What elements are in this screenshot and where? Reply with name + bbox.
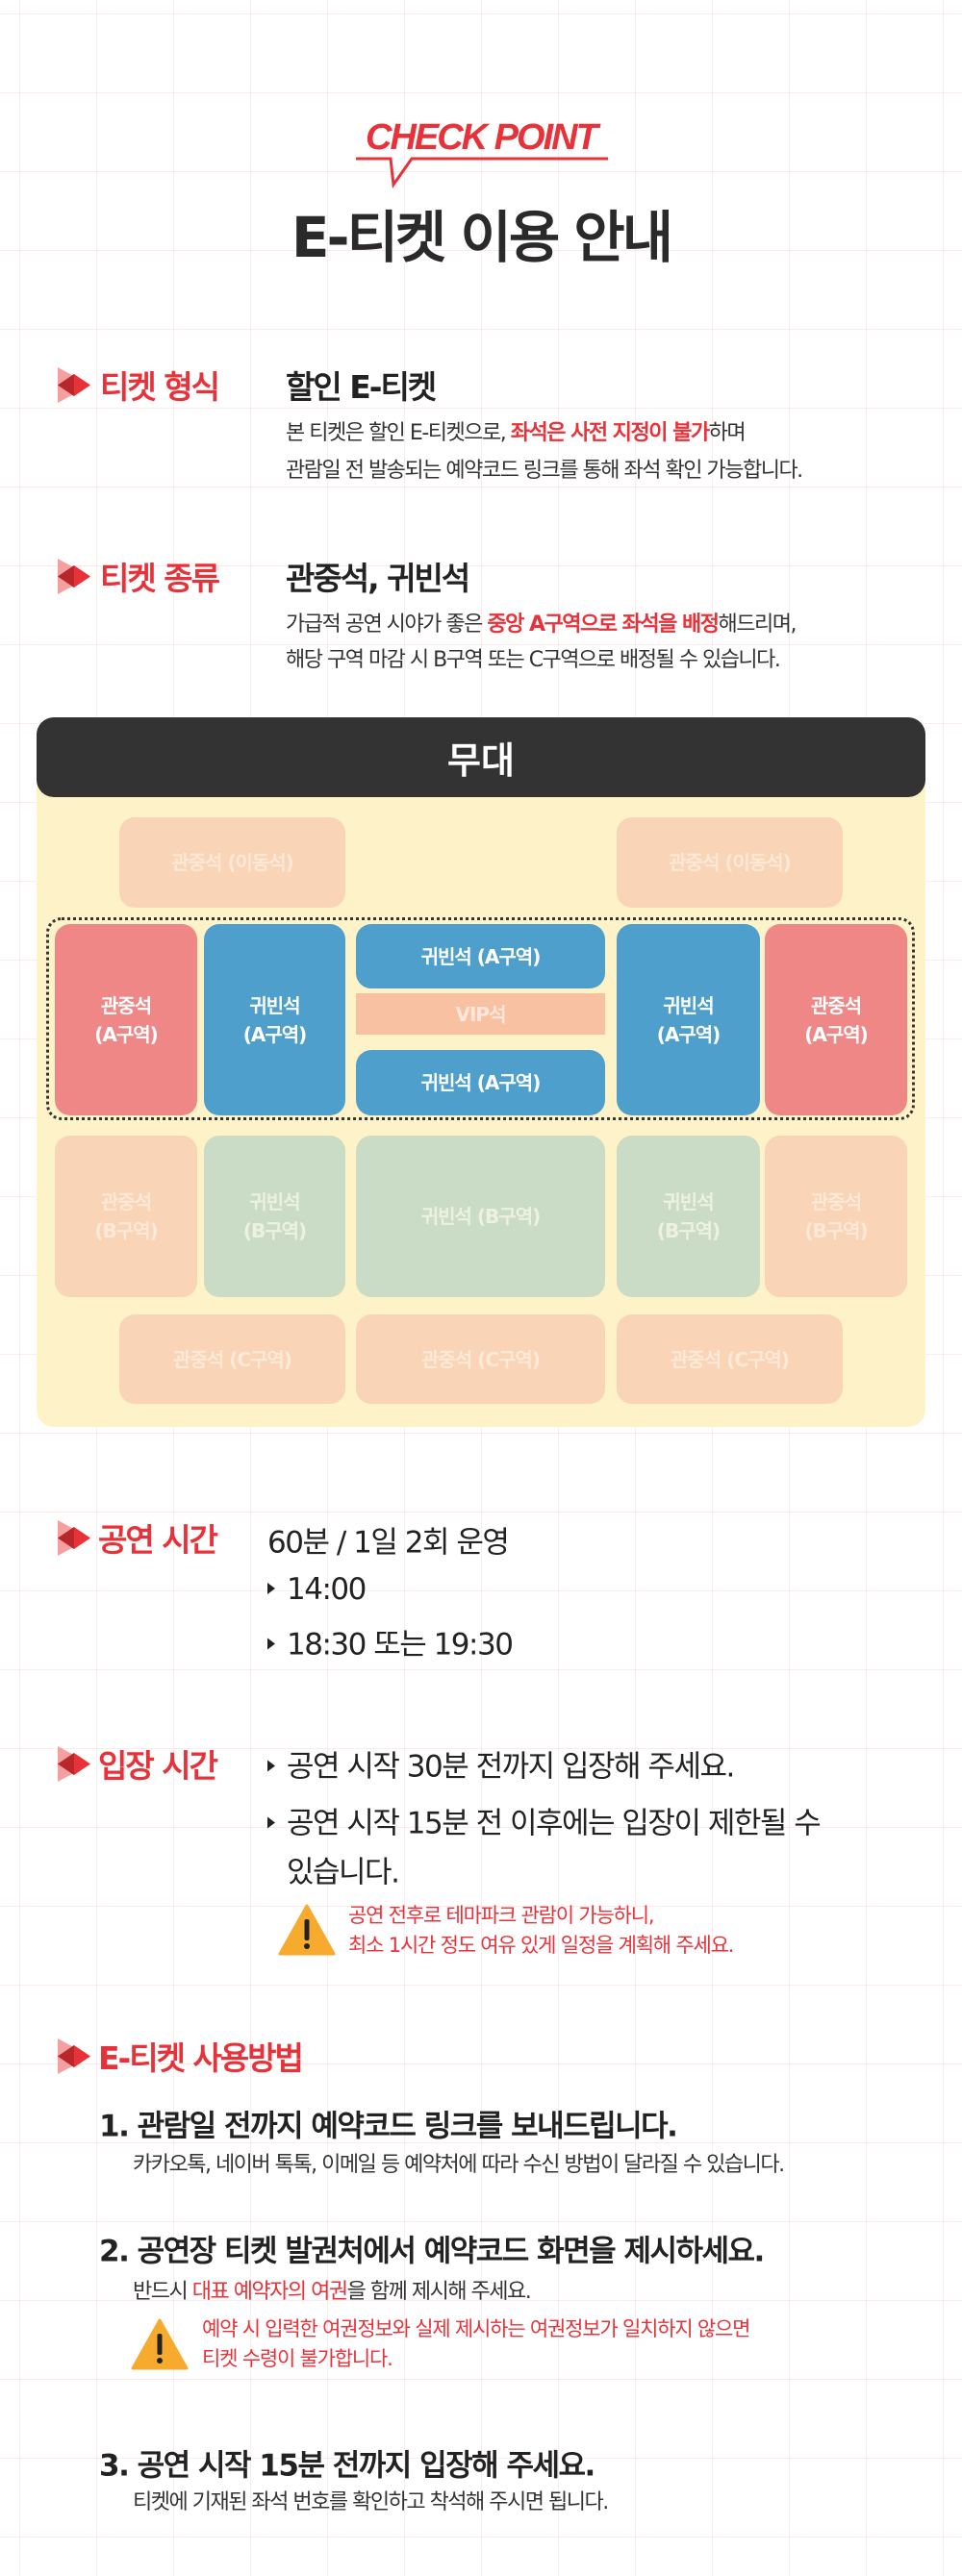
desc-text: 본 티켓은 할인 E-티켓으로, — [286, 421, 511, 445]
warning-line: 예약 시 입력한 여권정보와 실제 제시하는 여권정보가 일치하지 않으면 — [202, 2317, 750, 2340]
entry-text: 공연 시작 15분 전 이후에는 입장이 제한될 수 — [287, 1806, 822, 1841]
warning-line: 티켓 수령이 불가합니다. — [202, 2347, 393, 2370]
desc-text: 반드시 — [133, 2280, 192, 2304]
ticket-type-desc-2: 해당 구역 마감 시 B구역 또는 C구역으로 배정될 수 있습니다. — [286, 648, 781, 672]
speech-bubble-underline-icon — [356, 157, 608, 188]
warning-line: 공연 전후로 테마파크 관람이 가능하니, — [348, 1904, 654, 1927]
usage-step-2: 2. 공연장 티켓 발권처에서 예약코드 화면을 제시하세요. — [99, 2234, 765, 2269]
seat-vip: VIP석 — [356, 993, 605, 1035]
entry-time-item: 공연 시작 30분 전까지 입장해 주세요. — [267, 1742, 735, 1786]
warning-icon — [131, 2318, 189, 2370]
seat-moving-left: 관중석 (이동석) — [119, 817, 345, 908]
ticket-format-desc-2: 관람일 전 발송되는 예약코드 링크를 통해 좌석 확인 가능합니다. — [286, 459, 803, 483]
page-title: E-티켓 이용 안내 — [291, 205, 673, 270]
bullet-triangle-icon — [267, 1816, 275, 1828]
stage: 무대 — [37, 717, 925, 797]
seat-b-right-general: 관중석 (B구역) — [765, 1136, 907, 1297]
seat-a-center-top: 귀빈석 (A구역) — [356, 924, 605, 988]
section-arrow-icon — [58, 2038, 90, 2074]
desc-highlight: 좌석은 사전 지정이 불가 — [510, 421, 710, 445]
section-arrow-icon — [58, 559, 90, 594]
desc-highlight: 중앙 A구역으로 좌석을 배정 — [487, 613, 720, 637]
seat-a-center-bottom: 귀빈석 (A구역) — [356, 1050, 605, 1115]
ticket-type-desc-1: 가급적 공연 시야가 좋은 중앙 A구역으로 좌석을 배정해드리며, — [286, 607, 797, 638]
desc-highlight: 대표 예약자의 여권 — [191, 2280, 348, 2304]
warning-line: 최소 1시간 정도 여유 있게 일정을 계획해 주세요. — [348, 1934, 734, 1957]
seat-a-right-general: 관중석 (A구역) — [765, 924, 907, 1115]
usage-step-3: 3. 공연 시작 15분 전까지 입장해 주세요. — [99, 2448, 595, 2484]
seat-b-left-general: 관중석 (B구역) — [55, 1136, 197, 1297]
seat-c-left: 관중석 (C구역) — [119, 1314, 345, 1404]
section-arrow-icon — [58, 1520, 90, 1556]
time-text: 18:30 또는 19:30 — [287, 1627, 514, 1663]
usage-label: E-티켓 사용방법 — [98, 2039, 304, 2077]
time-text: 14:00 — [287, 1572, 367, 1607]
desc-text: 가급적 공연 시야가 좋은 — [286, 613, 488, 637]
desc-text: 을 함께 제시해 주세요. — [346, 2280, 532, 2304]
desc-text: 해드리며, — [718, 613, 797, 637]
seat-a-left-general: 관중석 (A구역) — [55, 924, 197, 1115]
usage-step-3-sub: 티켓에 기재된 좌석 번호를 확인하고 착석해 주시면 됩니다. — [133, 2490, 609, 2514]
show-time-value: 60분 / 1일 2회 운영 — [267, 1525, 510, 1561]
ticket-format-desc-1: 본 티켓은 할인 E-티켓으로, 좌석은 사전 지정이 불가하며 — [286, 415, 747, 446]
section-arrow-icon — [58, 1746, 90, 1782]
usage-step-2-sub: 반드시 대표 예약자의 여권을 함께 제시해 주세요. — [133, 2274, 532, 2305]
entry-time-label: 입장 시간 — [98, 1747, 218, 1785]
entry-text: 공연 시작 30분 전까지 입장해 주세요. — [287, 1749, 735, 1785]
warning-icon — [278, 1904, 336, 1956]
seat-c-right: 관중석 (C구역) — [617, 1314, 843, 1404]
seat-a-right-vip: 귀빈석 (A구역) — [617, 924, 760, 1115]
usage-step-1-sub: 카카오톡, 네이버 톡톡, 이메일 등 예약처에 따라 수신 방법이 달라질 수… — [133, 2153, 785, 2177]
show-time-label: 공연 시간 — [98, 1521, 218, 1559]
bullet-triangle-icon — [267, 1638, 275, 1649]
ticket-format-label: 티켓 형식 — [100, 368, 220, 406]
usage-step-1: 1. 관람일 전까지 예약코드 링크를 보내드립니다. — [99, 2109, 678, 2144]
a-zone-outline — [46, 917, 915, 1120]
desc-text: 하며 — [708, 421, 747, 445]
seat-b-left-vip: 귀빈석 (B구역) — [204, 1136, 345, 1297]
show-time-item: 14:00 — [267, 1572, 367, 1607]
bullet-triangle-icon — [267, 1760, 275, 1771]
seat-b-right-vip: 귀빈석 (B구역) — [617, 1136, 760, 1297]
entry-time-item-cont: 있습니다. — [287, 1855, 400, 1890]
entry-warning: 공연 전후로 테마파크 관람이 가능하니, 최소 1시간 정도 여유 있게 일정을… — [348, 1901, 734, 1961]
seat-moving-right: 관중석 (이동석) — [617, 817, 843, 908]
ticket-type-label: 티켓 종류 — [100, 560, 220, 597]
ticket-type-value: 관중석, 귀빈석 — [286, 560, 470, 597]
section-arrow-icon — [58, 367, 90, 403]
seat-a-left-vip: 귀빈석 (A구역) — [204, 924, 345, 1115]
seat-c-center: 관중석 (C구역) — [356, 1314, 605, 1404]
bullet-triangle-icon — [267, 1582, 275, 1594]
ticket-format-value: 할인 E-티켓 — [286, 368, 437, 406]
checkpoint-logo: CHECK POINT — [366, 117, 598, 158]
seat-b-center: 귀빈석 (B구역) — [356, 1136, 605, 1297]
entry-time-item: 공연 시작 15분 전 이후에는 입장이 제한될 수 — [267, 1799, 822, 1842]
show-time-item: 18:30 또는 19:30 — [267, 1620, 514, 1663]
